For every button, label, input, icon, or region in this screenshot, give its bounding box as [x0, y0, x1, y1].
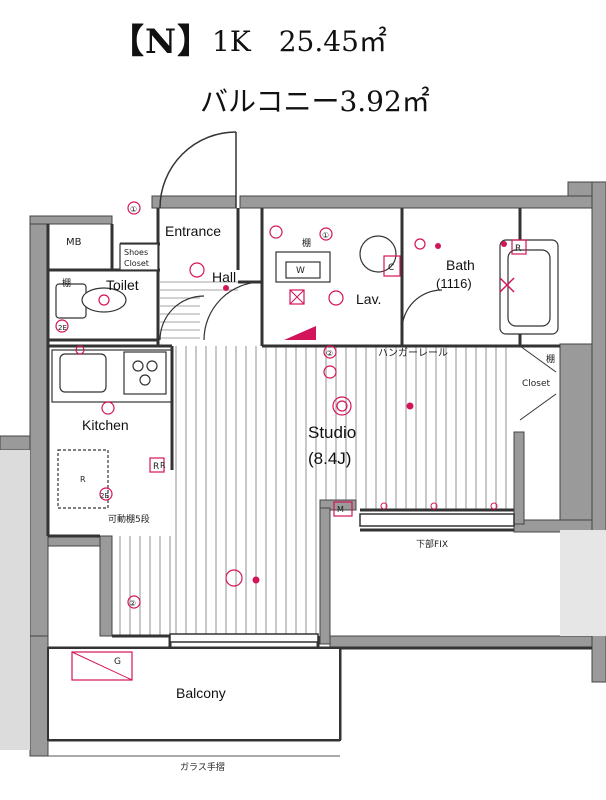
- bath-door: [401, 289, 443, 331]
- exterior-band: [0, 450, 30, 750]
- unit-code: 【N】: [110, 22, 213, 62]
- symbol-c-lav: C: [388, 263, 394, 273]
- room-labels: MB Shoes Closet Entrance Toilet Hall Lav…: [66, 223, 551, 701]
- adjustable-shelf-label: 可動棚5段: [108, 513, 150, 525]
- label-toilet: Toilet: [106, 277, 139, 293]
- shelf-closet: 棚: [546, 353, 555, 365]
- label-bath: Bath: [446, 257, 475, 273]
- label-kitchen: Kitchen: [82, 417, 129, 433]
- shelf-lav: 棚: [302, 237, 311, 249]
- label-balcony: Balcony: [176, 685, 226, 701]
- glass-handrail-label: ガラス手摺: [180, 761, 225, 773]
- symbol-g-balcony: G: [114, 657, 121, 667]
- fixtures: [51, 235, 559, 509]
- entrance-door: [159, 131, 237, 209]
- symbol-1-lav: ①: [322, 231, 329, 240]
- annotations: 棚 棚 棚 W ハンガーレール 可動棚5段 下部FIX ガラス手摺 ② ② 2E…: [58, 205, 555, 773]
- symbol-r-studio: R: [160, 461, 166, 470]
- label-hall: Hall: [212, 269, 236, 285]
- header: 【N】 1K 25.45㎡ バルコニー3.92㎡: [0, 0, 606, 130]
- symbol-2-bottom: ②: [129, 599, 136, 608]
- washer-label: W: [296, 266, 305, 276]
- exterior-band-right: [560, 530, 606, 636]
- symbol-2e-toilet: 2E: [58, 324, 67, 332]
- hanger-rail-label: ハンガーレール: [378, 347, 448, 359]
- label-shoes: Shoes: [124, 248, 148, 257]
- symbol-r-kitchen: R: [153, 462, 159, 472]
- symbol-2-top: ②: [326, 349, 333, 358]
- label-mb: MB: [66, 237, 82, 248]
- label-studio-size: (8.4J): [308, 449, 351, 468]
- symbol-m-studio: M: [337, 505, 344, 514]
- symbol-1-entrance: ①: [130, 205, 137, 214]
- closet-doors: [519, 345, 557, 421]
- fixed-lower-label: 下部FIX: [416, 538, 448, 550]
- label-entrance: Entrance: [165, 223, 221, 239]
- label-bath-size: (1116): [436, 276, 472, 291]
- symbol-2e-kitchen: 2E: [100, 492, 109, 500]
- label-closet-shoes: Closet: [124, 259, 149, 268]
- label-lav: Lav.: [356, 291, 381, 307]
- toilet-door: [159, 295, 205, 341]
- symbol-r-kitchen-floor: R: [80, 475, 86, 484]
- layout-size: 1K 25.45㎡: [212, 25, 387, 58]
- lav-door: [203, 281, 263, 341]
- electrical-symbols: [55, 201, 527, 681]
- shelf-toilet: 棚: [62, 277, 71, 289]
- windows: [169, 513, 515, 643]
- label-closet: Closet: [522, 379, 551, 389]
- label-studio: Studio: [308, 423, 356, 442]
- symbol-r-bath: R: [515, 244, 521, 254]
- studio-flooring: [119, 346, 507, 636]
- balcony-size: バルコニー3.92㎡: [200, 85, 430, 118]
